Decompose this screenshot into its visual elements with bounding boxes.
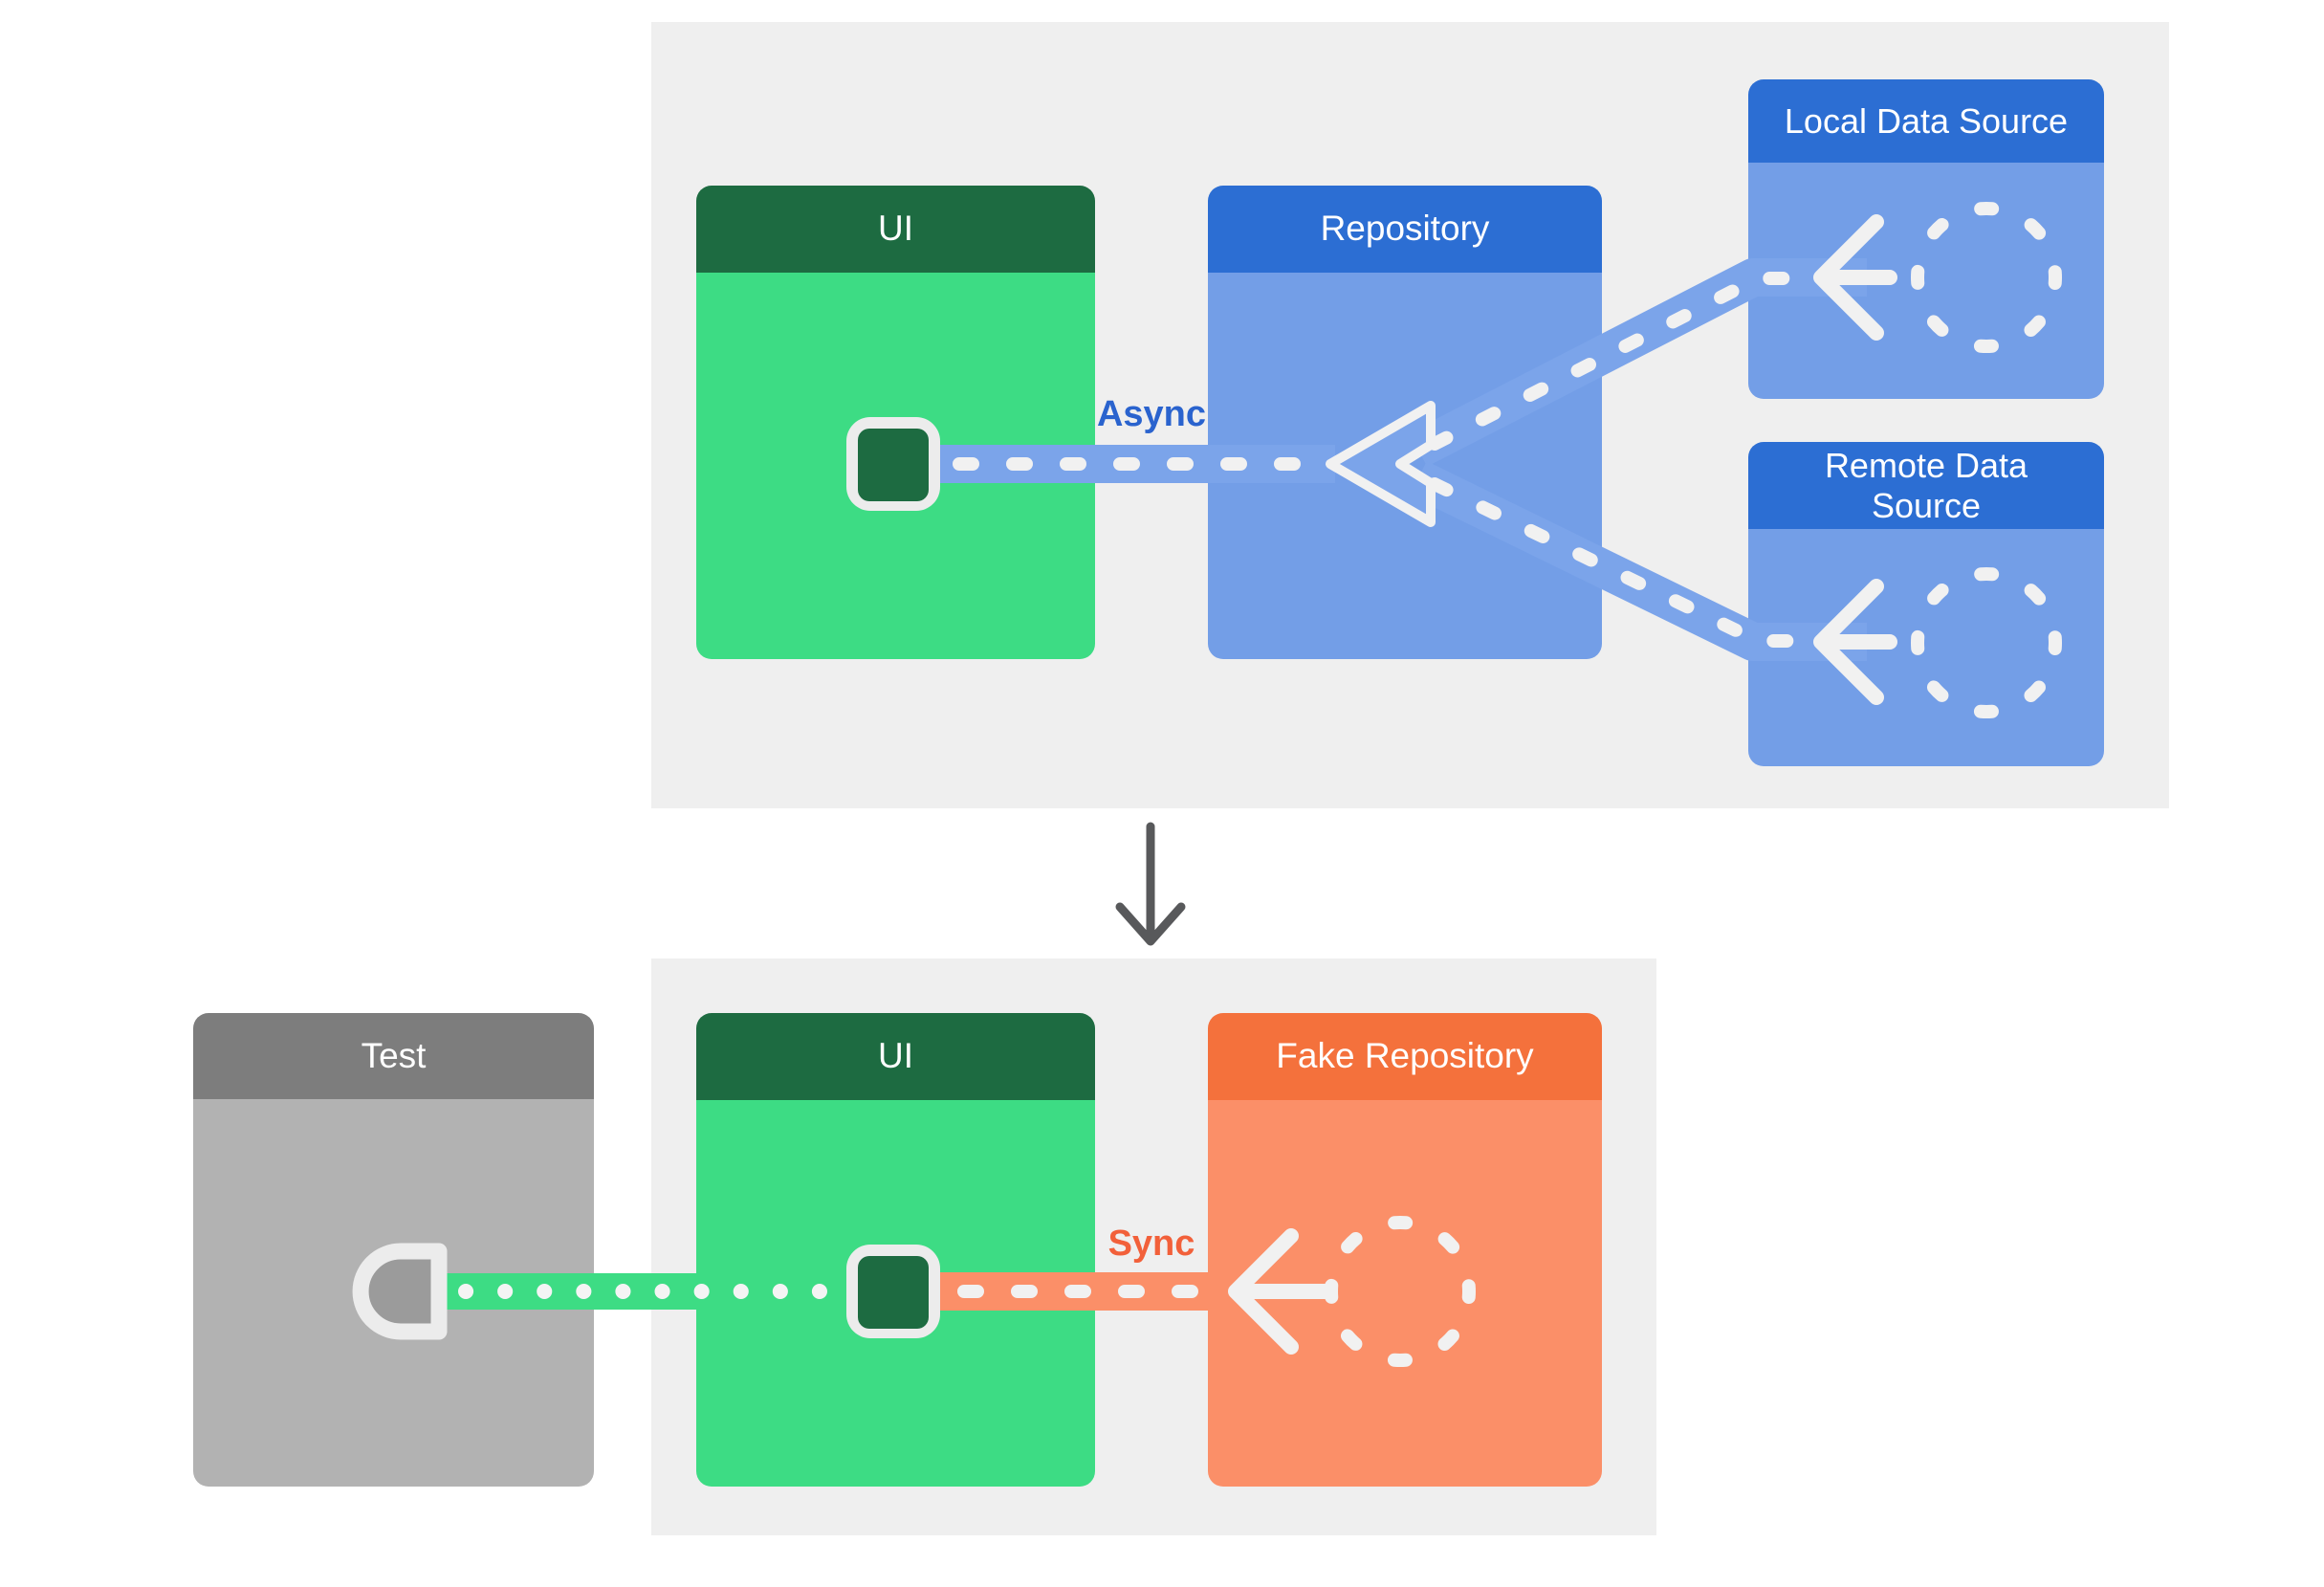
box-local-data-source: Local Data Source	[1748, 79, 2104, 399]
box-ui-top-body	[696, 273, 1095, 659]
box-ui-top-label: UI	[878, 209, 913, 249]
box-test: Test	[193, 1013, 594, 1487]
box-test-header: Test	[193, 1013, 594, 1099]
sync-connection-label: Sync	[1107, 1223, 1195, 1264]
box-test-body	[193, 1099, 594, 1487]
box-repository-label: Repository	[1320, 209, 1490, 249]
box-fake-repository-header: Fake Repository	[1208, 1013, 1602, 1100]
async-connection-label: Async	[1096, 394, 1207, 434]
box-ui-bottom-header: UI	[696, 1013, 1095, 1100]
box-test-label: Test	[361, 1035, 427, 1075]
box-remote-data-source-label: Remote Data Source	[1824, 445, 2028, 525]
box-ui-bottom-body	[696, 1100, 1095, 1487]
box-ui-top-header: UI	[696, 186, 1095, 273]
box-ui-bottom-label: UI	[878, 1036, 913, 1076]
box-local-data-source-label: Local Data Source	[1784, 100, 2069, 141]
box-local-data-source-header: Local Data Source	[1748, 79, 2104, 163]
box-remote-data-source-header: Remote Data Source	[1748, 442, 2104, 529]
box-repository-body	[1208, 273, 1602, 659]
box-fake-repository-body	[1208, 1100, 1602, 1487]
box-fake-repository-label: Fake Repository	[1276, 1036, 1534, 1076]
box-remote-data-source-body	[1748, 529, 2104, 766]
box-remote-data-source: Remote Data Source	[1748, 442, 2104, 766]
box-repository-header: Repository	[1208, 186, 1602, 273]
box-local-data-source-body	[1748, 163, 2104, 399]
arrow-down-icon	[1115, 822, 1186, 946]
